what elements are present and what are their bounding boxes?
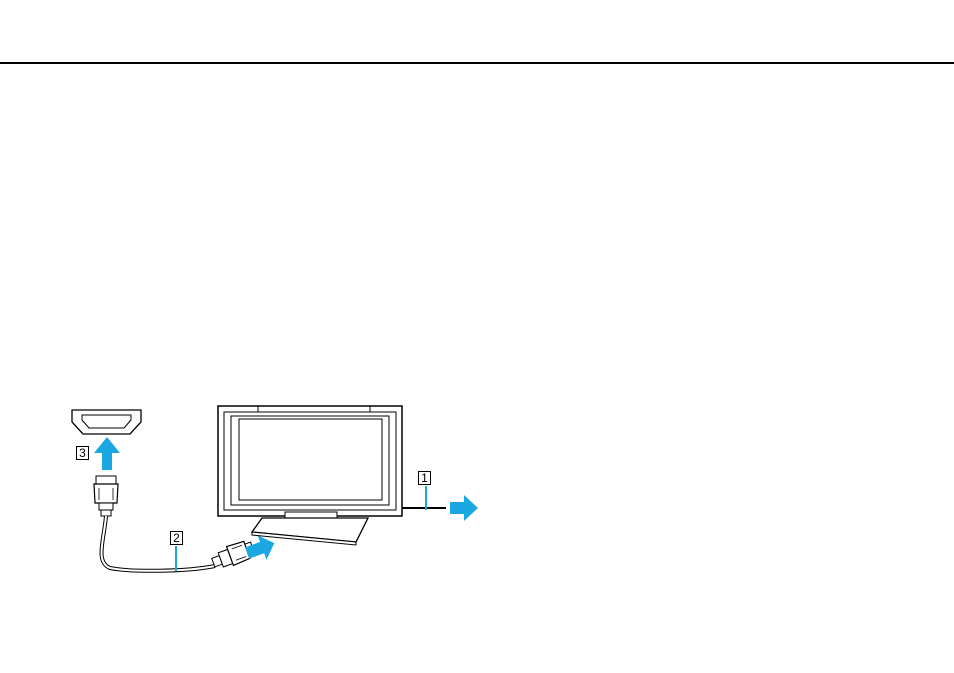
direction-arrow-icon bbox=[450, 495, 478, 521]
audio-output-line bbox=[402, 486, 446, 510]
callout-label-3: 3 bbox=[76, 446, 89, 460]
hdmi-cable bbox=[101, 516, 215, 571]
hdmi-plug-icon bbox=[94, 476, 118, 516]
tv-monitor-icon bbox=[218, 406, 402, 545]
callout-label-1: 1 bbox=[418, 471, 431, 485]
hdmi-port-icon bbox=[72, 410, 141, 434]
callout-label-2: 2 bbox=[170, 531, 183, 545]
insert-arrow-icon bbox=[94, 437, 120, 470]
